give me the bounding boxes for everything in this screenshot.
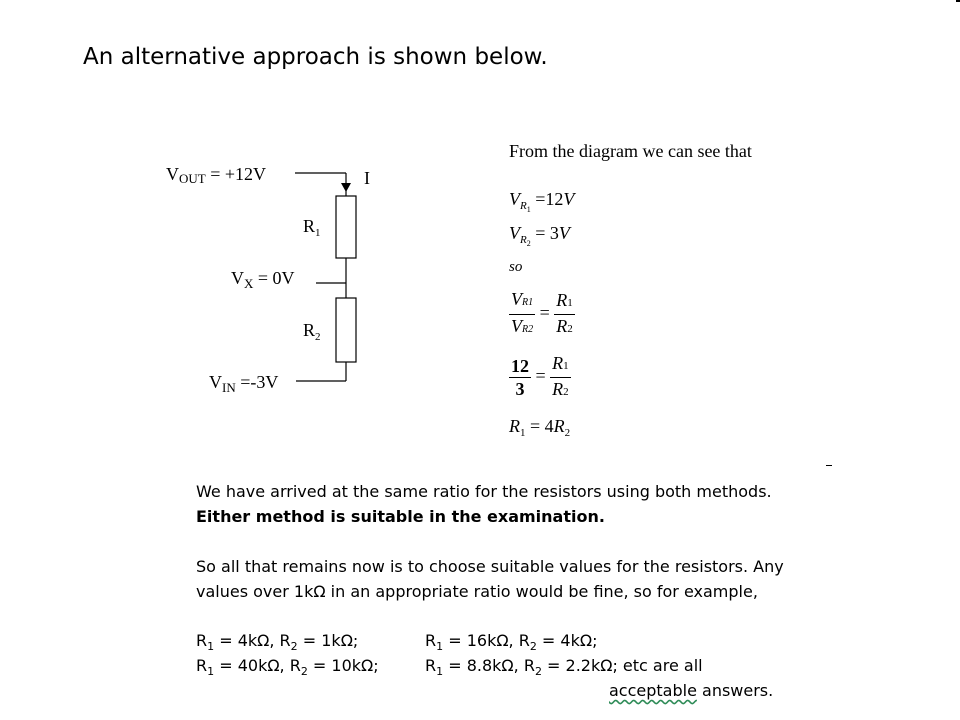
vx-label: VX = 0V [231,268,295,291]
paragraph-line-2: values over 1kΩ in an appropriate ratio … [196,582,758,601]
example-3: acceptable answers. [609,681,774,700]
spellcheck-word: acceptable [609,681,697,700]
r2-resistor [335,297,357,363]
conclusion-line-1: We have arrived at the same ratio for th… [196,482,772,501]
voltage-fraction: VR1 VR2 [509,289,536,336]
current-arrow-icon [341,183,351,192]
vout-label: VOUT = +12V [166,164,267,186]
r1-resistor [335,195,357,259]
example-2b: R1 = 8.8kΩ, R2 = 2.2kΩ; etc are all [425,656,703,678]
equation-ratio-numeric: 12 3 = R1 R2 [509,353,571,402]
paragraph-line-1: So all that remains now is to choose sui… [196,557,784,576]
example-2a: R1 = 40kΩ, R2 = 10kΩ; [196,656,379,678]
current-label: I [364,168,370,188]
r2-label: R2 [303,320,321,343]
equation-final: R1 = 4R2 [509,416,571,439]
so-text: so [509,259,523,275]
equation-vr1: VR1 =12V [509,189,575,214]
corner-mark [956,0,960,2]
resistance-fraction-2: R1 R2 [550,353,571,399]
r1-label: R1 [303,216,321,239]
vin-label: VIN =-3V [209,372,279,395]
conclusion-line-2: Either method is suitable in the examina… [196,507,605,526]
example-1a: R1 = 4kΩ, R2 = 1kΩ; [196,631,359,653]
resistance-fraction: R1 R2 [554,290,575,336]
numeric-fraction: 12 3 [509,356,531,399]
example-1b: R1 = 16kΩ, R2 = 4kΩ; [425,631,598,653]
derivation-intro: From the diagram we can see that [509,141,752,161]
equation-ratio-voltages: VR1 VR2 = R1 R2 [509,289,575,340]
equation-vr2: VR2 = 3V [509,223,570,248]
page-title: An alternative approach is shown below. [83,44,548,70]
small-dash [826,465,832,466]
